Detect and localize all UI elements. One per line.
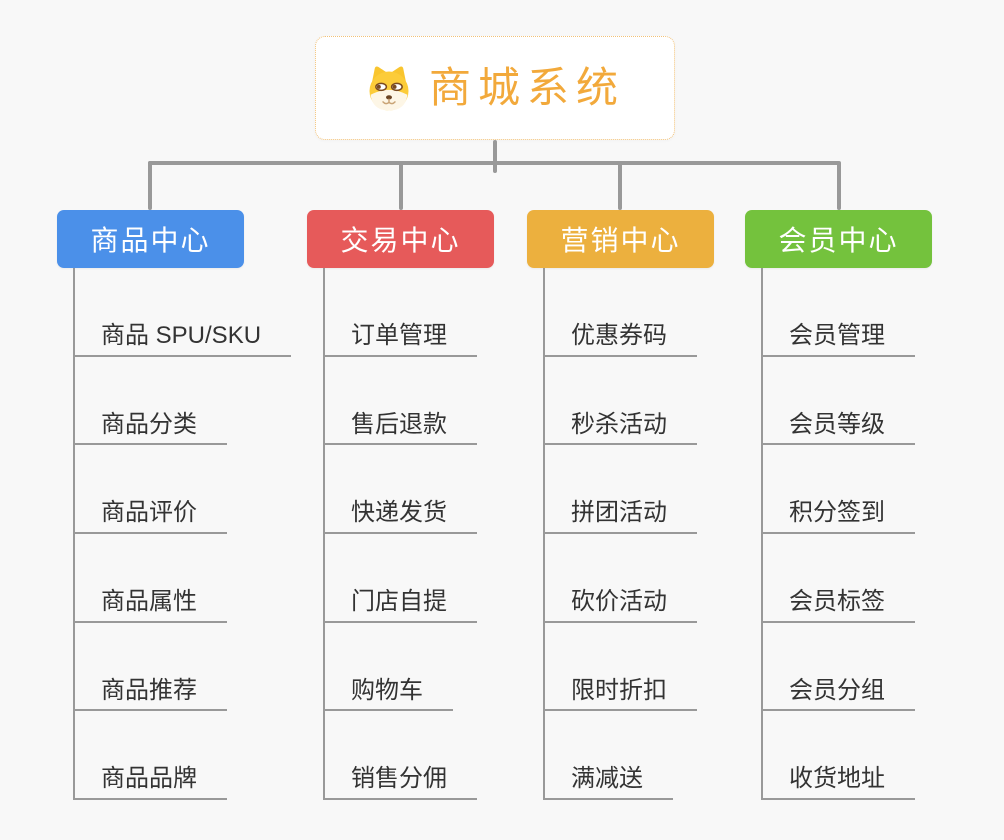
- branch-item-list: 订单管理售后退款快递发货门店自提购物车销售分佣: [323, 268, 494, 800]
- list-item[interactable]: 售后退款: [325, 357, 477, 446]
- root-title: 商城系统: [428, 64, 625, 111]
- branch-label: 营销中心: [560, 225, 681, 256]
- list-item[interactable]: 优惠券码: [545, 268, 697, 357]
- connector-root-stub: [493, 140, 497, 173]
- list-item[interactable]: 砍价活动: [545, 534, 697, 623]
- list-item[interactable]: 满减送: [545, 711, 673, 800]
- list-item[interactable]: 积分签到: [763, 445, 915, 534]
- list-item[interactable]: 商品推荐: [75, 623, 227, 712]
- list-item[interactable]: 收货地址: [763, 711, 915, 800]
- branch-label: 商品中心: [90, 225, 211, 256]
- connector-branch-stub: [399, 161, 403, 210]
- branch-header-2[interactable]: 交易中心: [307, 210, 494, 268]
- branch-column-3: 营销中心 优惠券码秒杀活动拼团活动砍价活动限时折扣满减送: [527, 210, 714, 800]
- branch-column-2: 交易中心 订单管理售后退款快递发货门店自提购物车销售分佣: [307, 210, 494, 800]
- branch-item-list: 会员管理会员等级积分签到会员标签会员分组收货地址: [761, 268, 932, 800]
- list-item[interactable]: 订单管理: [325, 268, 477, 357]
- list-item[interactable]: 购物车: [325, 623, 453, 712]
- branch-column-4: 会员中心 会员管理会员等级积分签到会员标签会员分组收货地址: [745, 210, 932, 800]
- list-item[interactable]: 门店自提: [325, 534, 477, 623]
- connector-bus-line: [148, 161, 840, 165]
- list-item[interactable]: 会员管理: [763, 268, 915, 357]
- dog-face-icon: [369, 66, 409, 111]
- connector-branch-stub: [837, 161, 841, 210]
- connector-branch-stub: [618, 161, 622, 210]
- branch-header-1[interactable]: 商品中心: [57, 210, 244, 268]
- list-item[interactable]: 限时折扣: [545, 623, 697, 712]
- list-item[interactable]: 商品 SPU/SKU: [75, 268, 292, 357]
- list-item[interactable]: 拼团活动: [545, 445, 697, 534]
- list-item[interactable]: 商品评价: [75, 445, 227, 534]
- root-node-mall-system[interactable]: 商城系统: [315, 36, 675, 140]
- list-item[interactable]: 商品分类: [75, 357, 227, 446]
- list-item[interactable]: 会员分组: [763, 623, 915, 712]
- list-item[interactable]: 销售分佣: [325, 711, 477, 800]
- branch-item-list: 优惠券码秒杀活动拼团活动砍价活动限时折扣满减送: [543, 268, 714, 800]
- branch-header-3[interactable]: 营销中心: [527, 210, 714, 268]
- branch-header-4[interactable]: 会员中心: [745, 210, 932, 268]
- list-item[interactable]: 会员标签: [763, 534, 915, 623]
- branch-label: 会员中心: [778, 225, 899, 256]
- list-item[interactable]: 商品品牌: [75, 711, 227, 800]
- list-item[interactable]: 快递发货: [325, 445, 477, 534]
- list-item[interactable]: 会员等级: [763, 357, 915, 446]
- list-item[interactable]: 秒杀活动: [545, 357, 697, 446]
- connector-branch-stub: [148, 161, 152, 210]
- branch-label: 交易中心: [340, 225, 461, 256]
- list-item[interactable]: 商品属性: [75, 534, 227, 623]
